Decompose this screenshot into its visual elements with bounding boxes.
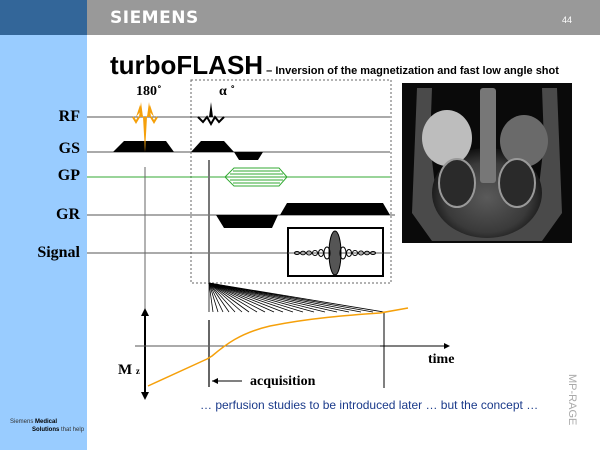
footer-brand: Siemens Medical Solutions that help xyxy=(10,418,84,434)
inversion-pulse-label: 180˚ xyxy=(136,84,162,99)
mz-label-main: M xyxy=(118,362,133,378)
row-label-signal: Signal xyxy=(37,244,80,261)
row-label-gp: GP xyxy=(57,167,80,184)
footer-line2-bold: Solutions xyxy=(32,427,60,433)
acquisition-label: acquisition xyxy=(250,374,316,389)
page-number: 44 xyxy=(562,15,573,25)
left-sidebar-panel xyxy=(0,35,87,450)
siemens-logo: SIEMENS xyxy=(110,8,199,28)
header-bar xyxy=(87,0,600,35)
row-label-gr: GR xyxy=(56,206,80,223)
mz-label-subscript: z xyxy=(135,366,140,376)
header-left-block xyxy=(0,0,87,35)
mz-label: M z xyxy=(118,362,140,379)
excitation-pulse-label: α ˚ xyxy=(219,84,235,99)
footer-line1-bold: Medical xyxy=(35,419,58,425)
row-label-rf: RF xyxy=(58,108,80,125)
footer-line1-prefix: Siemens xyxy=(10,419,36,425)
slide-title: turboFLASH – Inversion of the magnetizat… xyxy=(110,50,559,81)
title-main: turboFLASH xyxy=(110,50,264,80)
row-label-gs: GS xyxy=(58,140,80,157)
time-axis-label: time xyxy=(428,352,455,367)
title-subtitle: – Inversion of the magnetization and fas… xyxy=(263,65,559,77)
side-tag-mprage: MP-RAGE xyxy=(566,374,578,426)
mri-image xyxy=(402,83,572,243)
caption-text: … perfusion studies to be introduced lat… xyxy=(200,398,539,412)
footer-line2-suffix: that help xyxy=(59,427,85,433)
